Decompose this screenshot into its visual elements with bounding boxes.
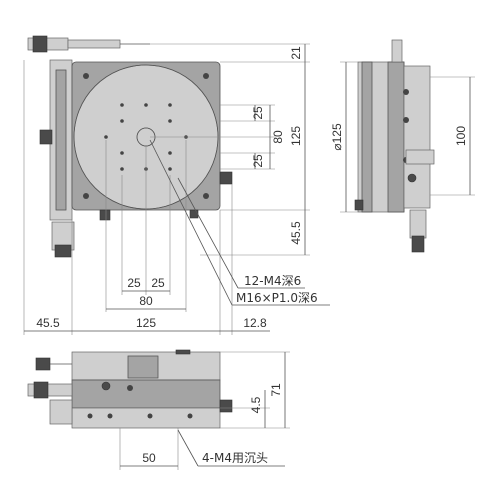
leader-tapped-holes — [177, 177, 239, 289]
side-micrometer — [409, 209, 427, 239]
front-middle-stage — [71, 379, 221, 409]
lock-knob-right — [219, 171, 233, 185]
dim-71: 71 — [269, 383, 283, 397]
lock-knob-left — [39, 129, 53, 145]
dim-125-horizontal: 125 — [136, 316, 156, 330]
micrometer-y-shaft — [67, 39, 121, 49]
dim-25-upper: 25 — [251, 106, 265, 120]
dim-12-8: 12.8 — [243, 316, 267, 330]
top-view: 21 25 25 80 125 45.5 25 25 80 125 12.8 4… — [23, 35, 330, 335]
leader-mount-holes — [177, 429, 199, 467]
front-lock-knob-right — [219, 399, 233, 413]
front-base — [71, 407, 221, 429]
dim-diameter-125: ⌀125 — [330, 123, 344, 151]
front-view: 50 4-M4用沉头 71 4.5 — [27, 349, 290, 470]
dim-100: 100 — [454, 126, 468, 146]
dim-125-vertical: 125 — [289, 126, 303, 146]
front-lock-knob-left — [35, 357, 51, 371]
dim-80-vertical: 80 — [271, 130, 285, 144]
dim-45-5-horizontal: 45.5 — [36, 316, 60, 330]
side-micrometer-knob — [411, 235, 425, 253]
dim-80-horizontal: 80 — [139, 294, 153, 308]
note-center-thread: M16×P1.0深6 — [236, 291, 318, 305]
note-mount-holes: 4-M4用沉头 — [202, 451, 268, 465]
dim-21: 21 — [289, 46, 303, 60]
tapped-holes — [104, 103, 188, 171]
note-tapped-holes: 12-M4深6 — [244, 274, 301, 288]
side-plate — [403, 65, 431, 209]
leader-center-thread — [149, 139, 233, 306]
dim-50: 50 — [142, 451, 156, 465]
side-scale — [405, 149, 435, 165]
dim-45-5-vertical: 45.5 — [289, 221, 303, 245]
side-view: ⌀125 100 — [330, 39, 475, 253]
micrometer-x-knob — [54, 244, 72, 258]
bracket-rail — [55, 69, 67, 211]
dim-4-5: 4.5 — [249, 396, 263, 413]
dim-25-lower: 25 — [251, 154, 265, 168]
front-micrometer-knob — [33, 381, 49, 399]
dim-25-right: 25 — [151, 276, 165, 290]
side-top-post — [391, 39, 403, 63]
dim-25-left: 25 — [127, 276, 141, 290]
micrometer-y-knob — [32, 35, 48, 53]
